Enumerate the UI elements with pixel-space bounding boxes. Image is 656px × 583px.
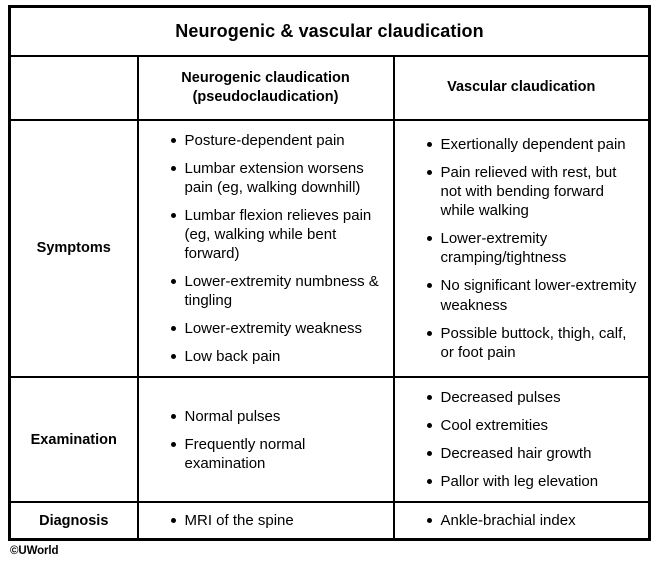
list-item: Posture-dependent pain (170, 131, 383, 150)
list-item: Low back pain (170, 347, 383, 366)
table-row: Diagnosis MRI of the spine Ankle-brachia… (8, 501, 651, 541)
list-item: Exertionally dependent pain (426, 135, 639, 154)
row-label-examination: Examination (8, 376, 139, 504)
list-item: Possible buttock, thigh, calf, or foot p… (426, 324, 639, 362)
table-row: Examination Normal pulses Frequently nor… (8, 376, 651, 504)
list-item: Decreased pulses (426, 388, 639, 407)
table-row: Symptoms Posture-dependent pain Lumbar e… (8, 118, 651, 379)
bullet-list-symptoms-neurogenic: Posture-dependent pain Lumbar extension … (145, 131, 383, 366)
list-item: Lumbar flexion relieves pain (eg, walkin… (170, 206, 383, 263)
list-item: Lumbar extension worsens pain (eg, walki… (170, 159, 383, 197)
table-title-row: Neurogenic & vascular claudication (8, 5, 651, 57)
list-item: No significant lower-extremity weakness (426, 276, 639, 314)
table-header-row: Neurogenic claudication (pseudoclaudicat… (8, 55, 651, 121)
list-item: Ankle-brachial index (426, 511, 639, 530)
cell-examination-neurogenic: Normal pulses Frequently normal examinat… (136, 376, 395, 504)
row-label-diagnosis: Diagnosis (8, 501, 139, 541)
list-item: Lower-extremity numbness & tingling (170, 272, 383, 310)
list-item: Cool extremities (426, 416, 639, 435)
cell-diagnosis-vascular: Ankle-brachial index (392, 501, 651, 541)
list-item: Lower-extremity weakness (170, 319, 383, 338)
bullet-list-diagnosis-vascular: Ankle-brachial index (401, 511, 639, 530)
claudication-comparison-table: Neurogenic & vascular claudication Neuro… (8, 5, 652, 542)
bullet-list-diagnosis-neurogenic: MRI of the spine (145, 511, 383, 530)
header-neurogenic-line2: (pseudoclaudication) (192, 88, 339, 105)
bullet-list-examination-vascular: Decreased pulses Cool extremities Decrea… (401, 388, 639, 491)
bullet-list-symptoms-vascular: Exertionally dependent pain Pain relieve… (401, 135, 639, 361)
row-label-symptoms: Symptoms (8, 118, 139, 379)
list-item: Frequently normal examination (170, 435, 383, 473)
copyright-notice: ©UWorld (10, 545, 59, 558)
list-item: Pain relieved with rest, but not with be… (426, 163, 639, 220)
cell-diagnosis-neurogenic: MRI of the spine (136, 501, 395, 541)
page-title: Neurogenic & vascular claudication (8, 5, 651, 57)
header-vascular-line1: Vascular claudication (447, 79, 596, 96)
list-item: Decreased hair growth (426, 444, 639, 463)
cell-symptoms-vascular: Exertionally dependent pain Pain relieve… (392, 118, 651, 379)
cell-examination-vascular: Decreased pulses Cool extremities Decrea… (392, 376, 651, 504)
list-item: Normal pulses (170, 407, 383, 426)
list-item: Lower-extremity cramping/tightness (426, 229, 639, 267)
header-cell-neurogenic: Neurogenic claudication (pseudoclaudicat… (136, 55, 395, 121)
bullet-list-examination-neurogenic: Normal pulses Frequently normal examinat… (145, 407, 383, 473)
list-item: Pallor with leg elevation (426, 472, 639, 491)
header-cell-vascular: Vascular claudication (392, 55, 651, 121)
header-cell-empty (8, 55, 139, 121)
header-neurogenic-line1: Neurogenic claudication (181, 70, 350, 86)
cell-symptoms-neurogenic: Posture-dependent pain Lumbar extension … (136, 118, 395, 379)
list-item: MRI of the spine (170, 511, 383, 530)
